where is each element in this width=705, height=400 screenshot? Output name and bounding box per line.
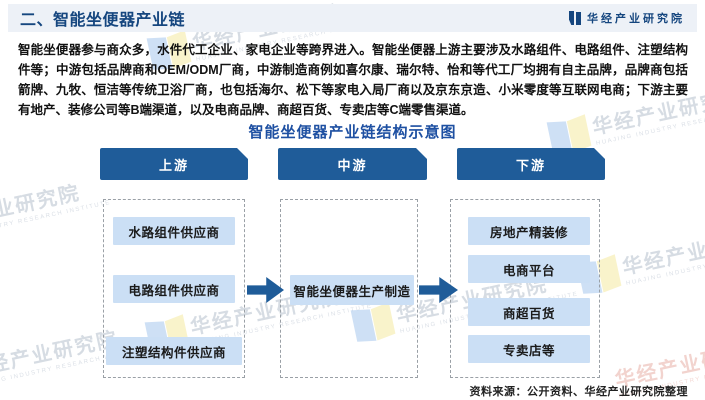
- watermark-text: 华经产业研究院: [0, 182, 83, 236]
- watermark-subtext: HUAJING INDUSTRY RESEARCH INSTITUTE: [0, 199, 112, 244]
- tab-upstream: 上游: [100, 148, 248, 180]
- section-header: 二、智能坐便器产业链 华经产业研究院: [8, 4, 697, 32]
- node-smart-toilet-manufacturing: 智能坐便器生产制造: [290, 275, 414, 305]
- brand-logo: 华经产业研究院: [569, 10, 685, 26]
- upstream-container: [103, 199, 245, 378]
- node-water-components-supplier: 水路组件供应商: [113, 217, 235, 245]
- watermark-subtext: HUAJING INDUSTRY RESEARCH INSTITUTE: [625, 243, 705, 288]
- diagram-title: 智能坐便器产业链结构示意图: [248, 124, 457, 141]
- tab-midstream: 中游: [278, 148, 427, 180]
- section-title: 二、智能坐便器产业链: [20, 12, 186, 29]
- brand-book-bars-icon: [569, 11, 581, 25]
- node-ecommerce-platform: 电商平台: [468, 255, 590, 283]
- brand-name: 华经产业研究院: [587, 13, 685, 25]
- node-supermarket-department: 商超百货: [468, 298, 590, 326]
- node-real-estate-decoration: 房地产精装修: [468, 217, 590, 245]
- node-specialty-stores: 专卖店等: [468, 335, 590, 363]
- node-circuit-components-supplier: 电路组件供应商: [113, 275, 235, 303]
- tab-downstream: 下游: [457, 148, 605, 180]
- watermark-text: 华经产业研究院: [620, 225, 705, 280]
- arrow-right-icon: [247, 277, 284, 303]
- intro-paragraph: 智能坐便器参与商众多，水件代工企业、家电企业等跨界进入。智能坐便器上游主要涉及水…: [18, 43, 688, 117]
- source-note: 资料来源：公开资料、华经产业研究院整理: [469, 386, 688, 398]
- node-injection-parts-supplier: 注塑结构件供应商: [106, 337, 242, 365]
